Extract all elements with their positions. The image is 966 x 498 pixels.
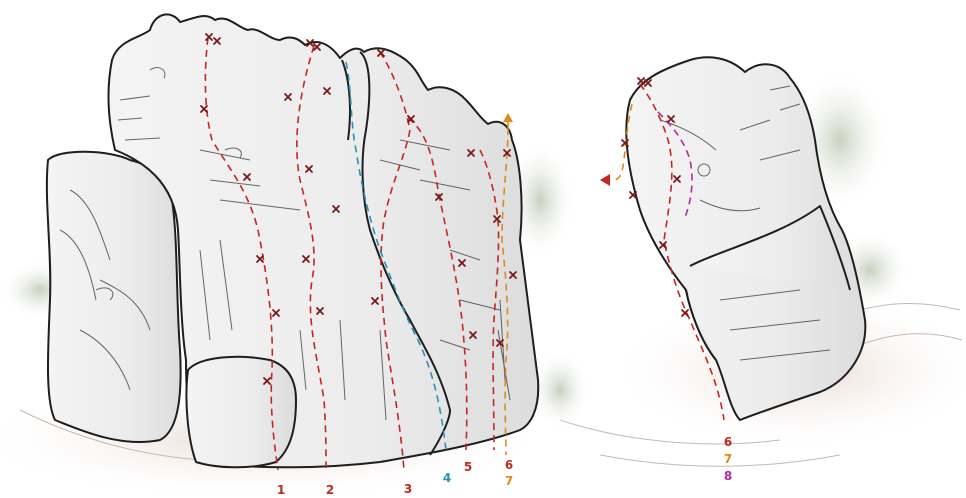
route-label: 8	[724, 469, 732, 483]
route-label: 7	[505, 474, 513, 488]
route-labels-side: 6 7 8	[724, 435, 732, 483]
route-label: 7	[724, 452, 732, 466]
route-label: 5	[464, 460, 472, 474]
route-label: 2	[326, 483, 334, 497]
route-label: 1	[277, 483, 285, 497]
route-label: 3	[404, 482, 412, 496]
route-label: 4	[443, 471, 451, 485]
side-route-7-arrow	[600, 174, 610, 186]
route-label: 6	[505, 458, 513, 472]
main-rock	[47, 14, 538, 467]
route-label: 6	[724, 435, 732, 449]
bolt-marker	[638, 78, 644, 84]
